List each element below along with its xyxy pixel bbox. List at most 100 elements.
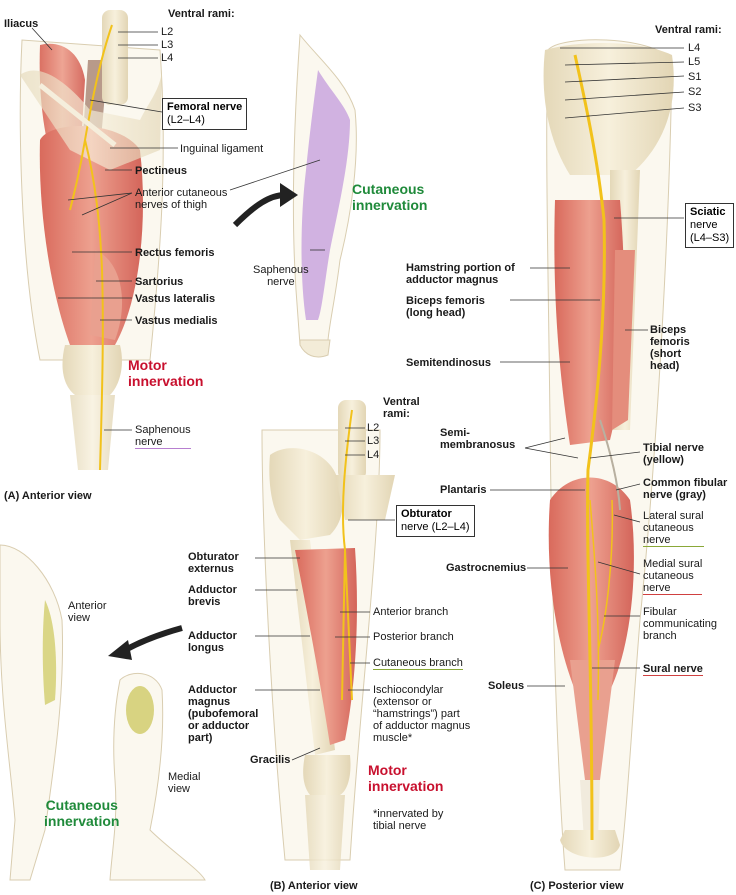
biceps-short-c bbox=[612, 250, 635, 430]
a-ramus-l3: L3 bbox=[161, 39, 174, 51]
a-sartorius-label: Sartorius bbox=[135, 276, 184, 288]
c-common-fibular-label: Common fibular nerve (gray) bbox=[643, 477, 728, 501]
b-posterior-branch-label: Posterior branch bbox=[373, 631, 454, 643]
arrow-a bbox=[232, 192, 286, 228]
spine-b bbox=[338, 400, 366, 480]
b-obturator-externus-label: Obturator externus bbox=[188, 551, 239, 575]
c-ramus-s1: S1 bbox=[688, 71, 702, 83]
a-ventral-rami-label: Ventral rami: bbox=[168, 8, 235, 20]
pelvis-b bbox=[269, 448, 343, 540]
c-semitendinosus-label: Semitendinosus bbox=[406, 357, 491, 369]
a-ramus-l4: L4 bbox=[161, 52, 174, 64]
lower-leg-b bbox=[305, 795, 345, 870]
sural-branches-c bbox=[589, 499, 614, 701]
a-ramus-l2: L2 bbox=[161, 26, 174, 38]
c-sural-nerve-label: Sural nerve bbox=[643, 663, 703, 676]
obturator-nerve-b bbox=[341, 409, 353, 701]
c-caption: (C) Posterior view bbox=[530, 880, 624, 892]
c-plantaris-label: Plantaris bbox=[440, 484, 487, 496]
pelvis-c bbox=[543, 43, 674, 176]
arrow-b bbox=[123, 625, 183, 653]
b-ramus-l3: L3 bbox=[367, 435, 380, 447]
c-soleus-label: Soleus bbox=[488, 680, 525, 692]
c-ramus-l5: L5 bbox=[688, 56, 701, 68]
a-femoral-nerve-sub: (L2–L4) bbox=[167, 114, 205, 126]
c-medial-sural-label: Medial sural cutaneous nerve bbox=[643, 558, 703, 595]
b-cutaneous-branch-label: Cutaneous branch bbox=[373, 657, 463, 670]
a-saphenous-nerve-leg-label: Saphenous nerve bbox=[253, 264, 309, 288]
a-femoral-nerve-title: Femoral nerve bbox=[167, 101, 243, 113]
b-gracilis-label: Gracilis bbox=[250, 754, 291, 766]
c-ventral-rami-label: Ventral rami: bbox=[655, 24, 722, 36]
arrow-a-head bbox=[280, 183, 298, 207]
c-ramus-s3: S3 bbox=[688, 102, 702, 114]
lower-leg-a bbox=[70, 395, 115, 470]
a-cutaneous-innervation-label: Cutaneous innervation bbox=[352, 181, 428, 213]
c-ramus-l4: L4 bbox=[688, 42, 701, 54]
b-ramus-l2: L2 bbox=[367, 422, 380, 434]
c-fibular-communicating-label: Fibular communicating branch bbox=[643, 606, 717, 642]
c-semimembranosus-label: Semi- membranosus bbox=[440, 427, 516, 451]
a-inguinal-ligament-label: Inguinal ligament bbox=[180, 143, 264, 155]
b-anterior-view-small-label: Anterior view bbox=[68, 600, 107, 624]
b-ventral-rami-label: Ventral rami: bbox=[383, 396, 420, 420]
b-obturator-nerve-box: Obturator nerve (L2–L4) bbox=[396, 505, 475, 537]
knee-a bbox=[62, 345, 122, 395]
panel-b-cutaneous-figures bbox=[0, 544, 206, 881]
leader-lines bbox=[31, 27, 685, 761]
inguinal-ligament-a bbox=[38, 83, 117, 147]
achilles-c bbox=[580, 780, 600, 840]
obturator-area-anterior bbox=[42, 600, 57, 705]
a-vastus-medialis-label: Vastus medialis bbox=[135, 315, 218, 327]
a-rectus-femoris-label: Rectus femoris bbox=[135, 247, 215, 259]
b-obturator-sub: nerve (L2–L4) bbox=[401, 521, 470, 533]
b-ischiocondylar-label: Ischiocondylar (extensor or “hamstrings”… bbox=[373, 684, 471, 744]
panel-a-figure bbox=[19, 10, 164, 471]
sciatic-nerve-c bbox=[573, 54, 606, 841]
common-fibular-nerve-c bbox=[599, 419, 621, 511]
c-biceps-short-label: Biceps femoris (short head) bbox=[650, 324, 690, 372]
a-caption: (A) Anterior view bbox=[4, 490, 92, 502]
c-sciatic-sub: nerve (L4–S3) bbox=[690, 219, 730, 244]
sacrum-b bbox=[335, 475, 395, 520]
a-vastus-lateralis-label: Vastus lateralis bbox=[135, 293, 216, 305]
b-cutaneous-innervation-label: Cutaneous innervation bbox=[44, 797, 120, 829]
c-sciatic-title: Sciatic bbox=[690, 206, 726, 218]
c-tibial-nerve-label: Tibial nerve (yellow) bbox=[643, 442, 704, 466]
b-adductor-longus-label: Adductor longus bbox=[188, 630, 237, 654]
panel-a-cutaneous-leg bbox=[232, 33, 357, 358]
c-gastrocnemius-label: Gastrocnemius bbox=[446, 562, 527, 574]
c-biceps-long-label: Biceps femoris (long head) bbox=[406, 295, 485, 319]
c-hamstring-portion-label: Hamstring portion of adductor magnus bbox=[406, 262, 515, 286]
thigh-anterior-small bbox=[0, 544, 64, 881]
panel-b-figure bbox=[261, 400, 395, 870]
c-ramus-s2: S2 bbox=[688, 86, 702, 98]
femoral-nerve-a bbox=[69, 24, 113, 471]
a-anterior-cutaneous-label: Anterior cutaneous nerves of thigh bbox=[135, 187, 228, 211]
saphenous-cutaneous-area bbox=[301, 70, 350, 320]
b-obturator-title: Obturator bbox=[401, 508, 452, 520]
b-anterior-branch-label: Anterior branch bbox=[373, 606, 449, 618]
c-sciatic-nerve-box: Sciatic nerve (L4–S3) bbox=[685, 203, 735, 248]
a-motor-innervation-label: Motor innervation bbox=[128, 357, 204, 389]
heel-c bbox=[560, 830, 620, 858]
a-pectineus-label: Pectineus bbox=[135, 165, 187, 177]
b-footnote: *innervated by tibial nerve bbox=[373, 808, 444, 832]
arrow-b-head bbox=[108, 640, 132, 660]
foot-a2 bbox=[299, 339, 331, 358]
obturator-area-medial bbox=[126, 686, 154, 734]
hamstrings-c bbox=[554, 200, 625, 445]
b-ramus-l4: L4 bbox=[367, 449, 380, 461]
c-lateral-sural-label: Lateral sural cutaneous nerve bbox=[643, 510, 704, 547]
b-medial-view-small-label: Medial view bbox=[168, 771, 201, 795]
vastus-medialis-shape bbox=[90, 250, 123, 340]
knee-b bbox=[303, 755, 351, 795]
spine-a bbox=[102, 10, 128, 105]
a-saphenous-nerve-label: Saphenous nerve bbox=[135, 424, 191, 449]
b-adductor-brevis-label: Adductor brevis bbox=[188, 584, 237, 608]
b-adductor-magnus-label: Adductor magnus (pubofemoral or adductor… bbox=[188, 684, 259, 744]
b-caption: (B) Anterior view bbox=[270, 880, 358, 892]
b-motor-innervation-label: Motor innervation bbox=[368, 762, 444, 794]
panel-c-figure bbox=[543, 39, 674, 871]
